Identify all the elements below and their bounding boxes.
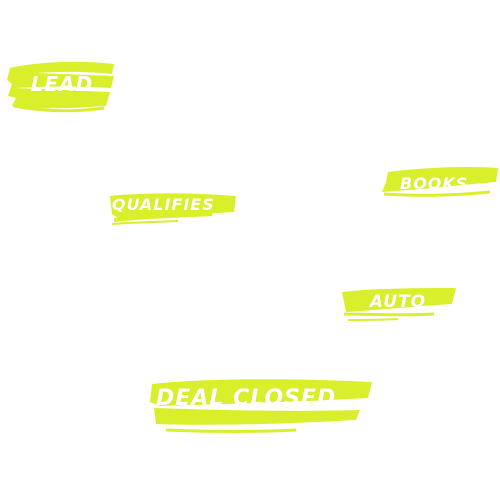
tag-label-deal-closed: DEAL CLOSED — [156, 386, 337, 411]
tag-label-auto: AUTO — [369, 292, 427, 312]
brush-stroke-qualifies — [110, 193, 236, 225]
brush-stroke-deal-closed — [150, 379, 372, 433]
tag-label-qualifies: QUALIFIES — [112, 195, 215, 214]
tag-deal-closed: DEAL CLOSED — [146, 374, 376, 436]
tag-lead: LEAD — [6, 58, 118, 114]
tag-label-lead: LEAD — [30, 72, 94, 96]
tag-label-books: BOOKS — [400, 174, 469, 193]
brush-stroke-auto — [342, 288, 456, 321]
brush-stroke-books — [382, 167, 498, 197]
tag-auto: AUTO — [338, 284, 458, 324]
brush-stroke-lead — [7, 61, 114, 113]
tag-books: BOOKS — [378, 164, 500, 202]
tag-qualifies: QUALIFIES — [108, 190, 238, 230]
